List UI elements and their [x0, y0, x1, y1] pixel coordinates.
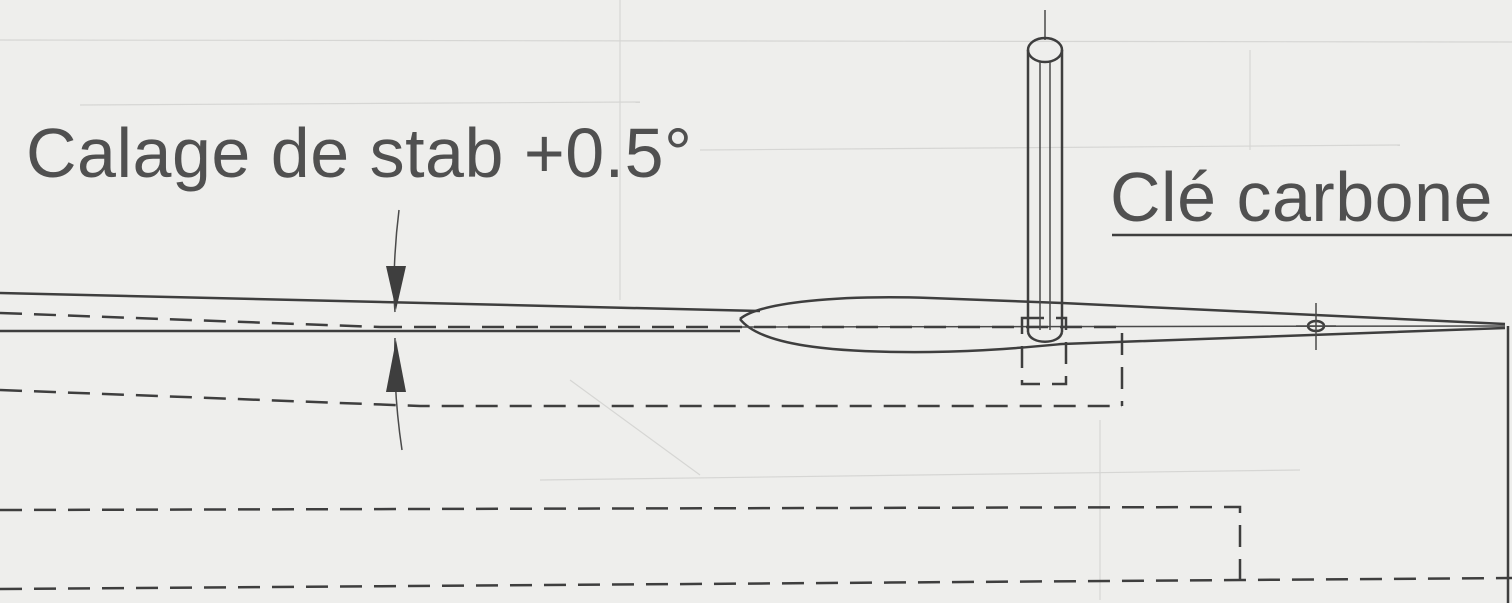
dashed-fuselage-lower [0, 576, 1512, 591]
carbon-rod [1026, 10, 1064, 343]
arrow-down-icon [386, 266, 406, 310]
airfoil-lower-surface [739, 318, 1506, 354]
dashed-key-slot-top [380, 325, 1124, 406]
airfoil-chord-line [739, 325, 1506, 328]
incidence-dimension [386, 209, 406, 451]
rod-bottom-end [1026, 331, 1064, 343]
pivot-marker [1296, 303, 1336, 350]
ghost-line [569, 379, 701, 476]
airfoil-upper-surface [739, 296, 1506, 326]
dashed-fuselage-upper [0, 505, 1242, 580]
stab-incidence-label: Calage de stab +0.5° [26, 114, 693, 192]
stab-upper-line [0, 291, 761, 313]
dashed-rod-socket [1020, 316, 1068, 386]
ghost-line [79, 101, 641, 106]
carbon-key-label: Clé carbone [1110, 158, 1493, 236]
dashed-reference-upper [0, 311, 381, 329]
dashed-key-slot-bottom [0, 388, 1122, 408]
ghost-line [0, 39, 1512, 43]
arrow-up-icon [386, 340, 406, 392]
ghost-line [539, 469, 1301, 481]
